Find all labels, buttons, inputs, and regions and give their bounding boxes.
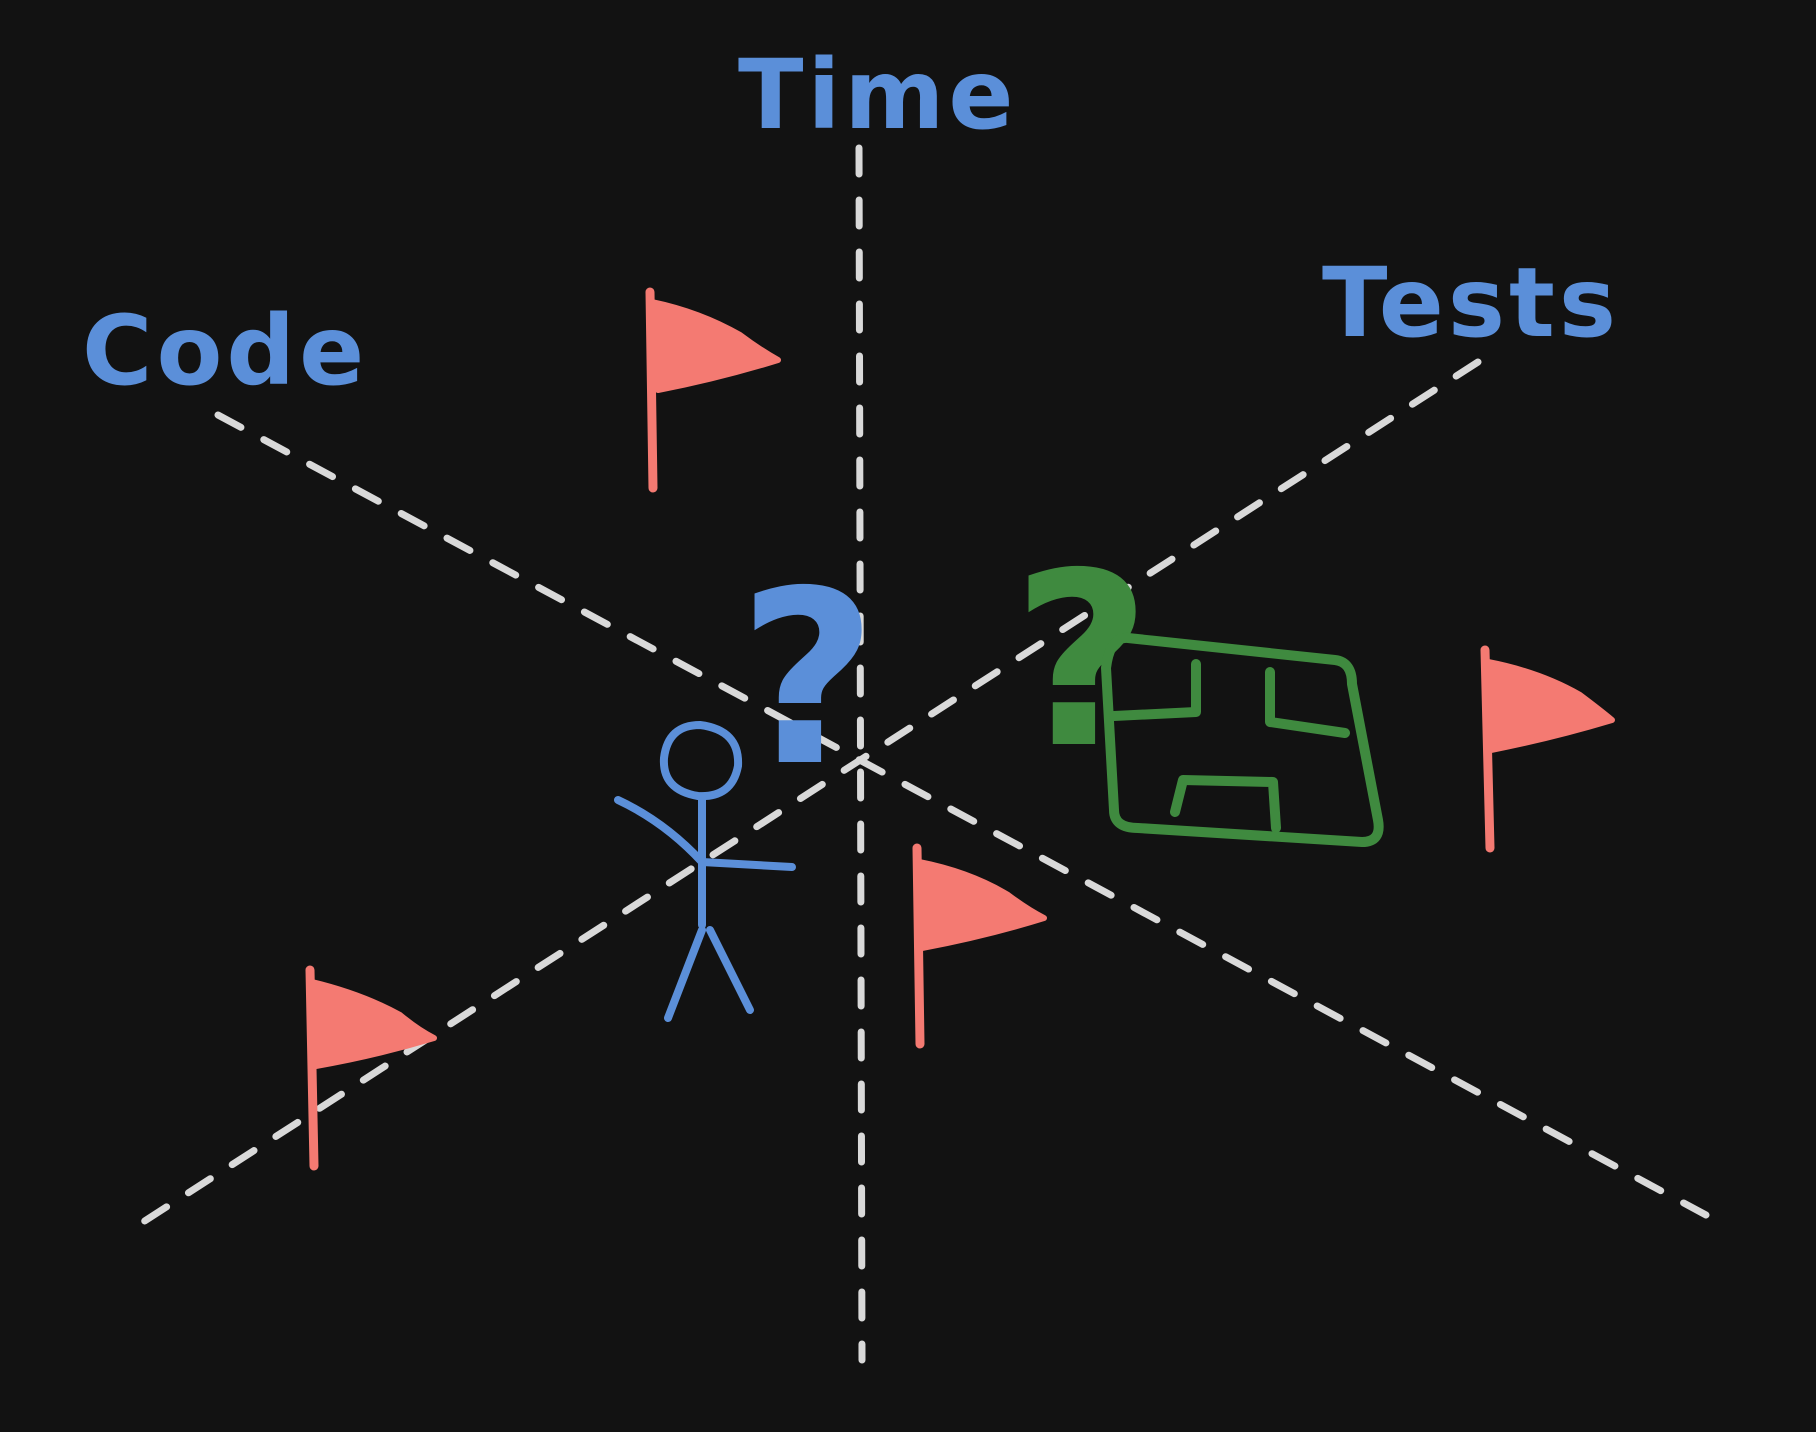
- house-outline-icon: [1101, 632, 1384, 847]
- stick-figure-icon: [614, 721, 796, 1022]
- axes: [136, 144, 1710, 1364]
- person-question-mark: ?: [738, 539, 877, 819]
- code-axis-label: Code: [82, 295, 368, 407]
- tests-axis: [136, 358, 1482, 1228]
- time-axis: [855, 144, 866, 1364]
- tests-axis-label: Tests: [1322, 247, 1620, 359]
- flag-icon: [912, 843, 1047, 1049]
- code-axis: [214, 411, 1710, 1219]
- flag-icon: [1480, 645, 1615, 853]
- flag-icon: [645, 287, 781, 493]
- flag-icon: [305, 965, 437, 1171]
- house-question-mark: ?: [1012, 521, 1151, 801]
- time-axis-label: Time: [738, 39, 1018, 151]
